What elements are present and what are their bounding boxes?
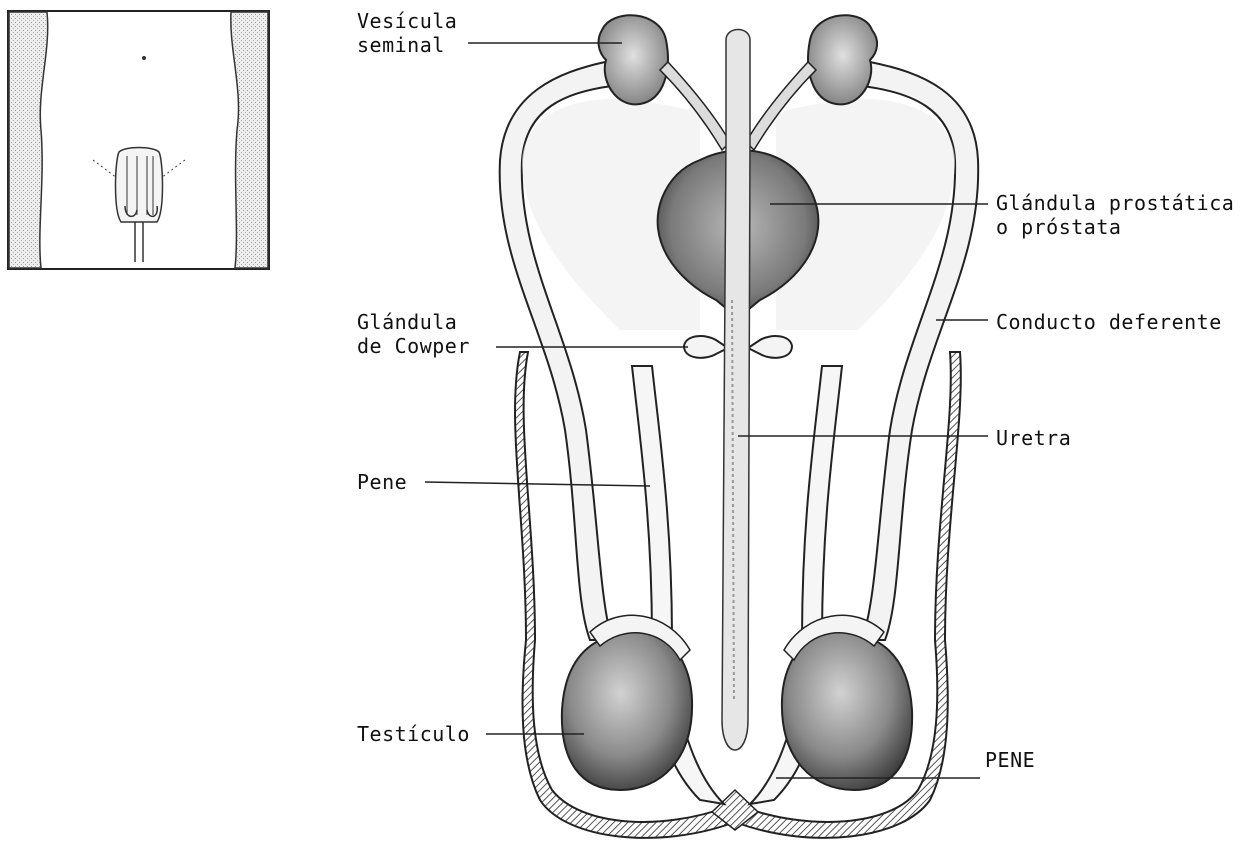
label-cowper-line2: de Cowper xyxy=(357,334,470,358)
label-vesicula-line2: seminal xyxy=(357,33,457,57)
label-vesicula-seminal: Vesícula seminal xyxy=(357,9,457,57)
label-pene-caps: PENE xyxy=(985,748,1035,772)
label-vesicula-line1: Vesícula xyxy=(357,9,457,33)
label-glandula-cowper: Glándula de Cowper xyxy=(357,310,470,358)
label-testiculo: Testículo xyxy=(357,722,470,746)
label-prostata-line2: o próstata xyxy=(996,215,1234,239)
label-conducto-deferente: Conducto deferente xyxy=(996,310,1222,334)
label-uretra: Uretra xyxy=(996,426,1071,450)
leader-pene xyxy=(425,482,650,486)
testicle-right xyxy=(782,628,912,790)
seminal-vesicle-right xyxy=(808,15,877,104)
cowper-gland-right xyxy=(748,336,792,358)
testicle-left xyxy=(562,628,692,790)
seminal-vesicle-left xyxy=(599,15,668,104)
label-glandula-prostatica: Glándula prostática o próstata xyxy=(996,191,1234,239)
label-prostata-line1: Glándula prostática xyxy=(996,191,1234,215)
urethra xyxy=(722,30,750,751)
cowper-gland-left xyxy=(684,336,728,358)
label-cowper-line1: Glándula xyxy=(357,310,470,334)
label-pene: Pene xyxy=(357,470,407,494)
